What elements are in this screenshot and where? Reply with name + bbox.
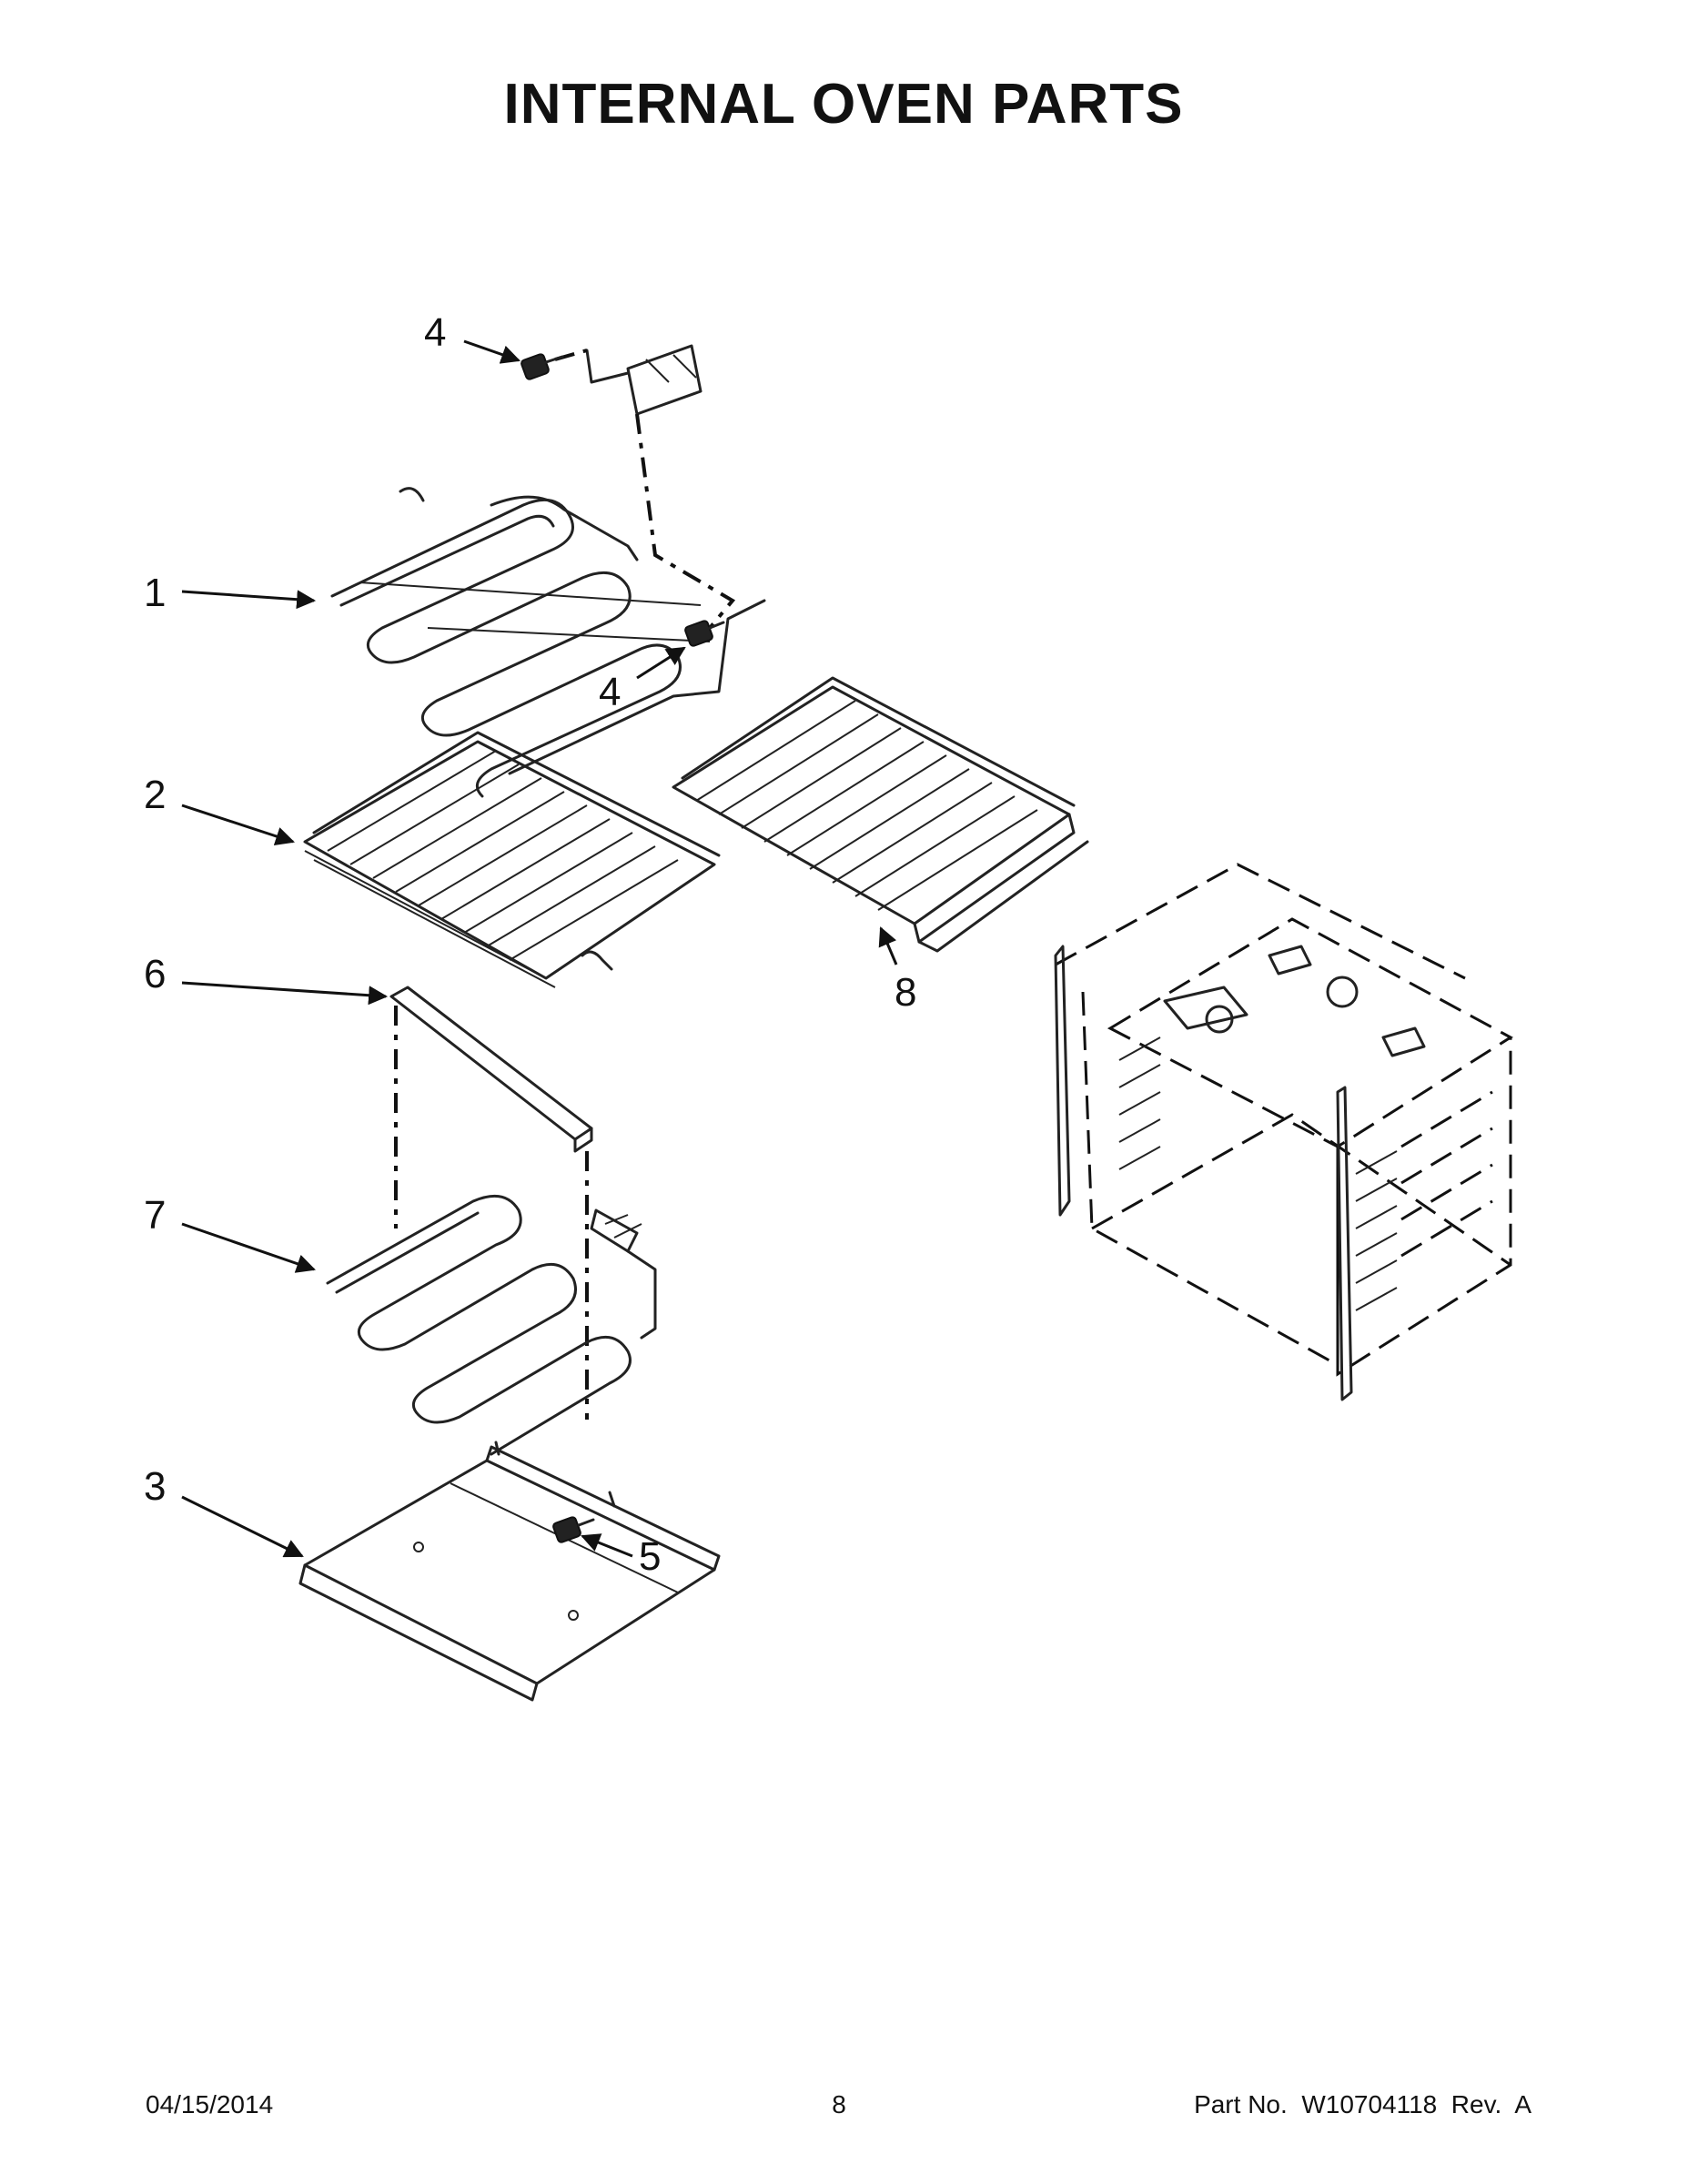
footer-part-number: Part No. W10704118 Rev. A	[1194, 2090, 1531, 2118]
callout-7: 7	[144, 1193, 166, 1238]
leader-2	[181, 804, 295, 846]
screw-icon	[552, 1516, 595, 1543]
leader-6	[181, 981, 389, 1006]
leader-4b	[636, 646, 686, 680]
callout-4-lower: 4	[599, 670, 621, 714]
screw-icon	[521, 353, 564, 380]
footer-date: 04/15/2014	[146, 2090, 273, 2118]
callout-5: 5	[639, 1534, 661, 1579]
leader-8	[878, 926, 898, 966]
roll-out-rack	[672, 676, 1089, 953]
page-title: INTERNAL OVEN PARTS	[504, 73, 1184, 136]
leader-3	[181, 1495, 304, 1558]
element-shield	[389, 986, 593, 1153]
leader-4a	[463, 339, 521, 364]
screw-icon	[684, 620, 725, 647]
leader-5	[581, 1533, 633, 1558]
screw-alignment-line-lower	[635, 413, 736, 630]
callout-2: 2	[144, 773, 166, 817]
callout-8: 8	[895, 970, 916, 1015]
oven-rack	[303, 731, 721, 988]
oven-cavity	[1054, 863, 1513, 1401]
callout-4-upper: 4	[424, 310, 446, 355]
leader-7	[181, 1222, 316, 1273]
broil-element-terminal-bracket	[585, 344, 702, 416]
callout-1: 1	[144, 571, 166, 615]
callout-6: 6	[144, 952, 166, 996]
footer-page-number: 8	[832, 2090, 846, 2118]
bake-element	[326, 1194, 657, 1456]
leader-1	[181, 590, 317, 610]
callout-3: 3	[144, 1464, 166, 1509]
